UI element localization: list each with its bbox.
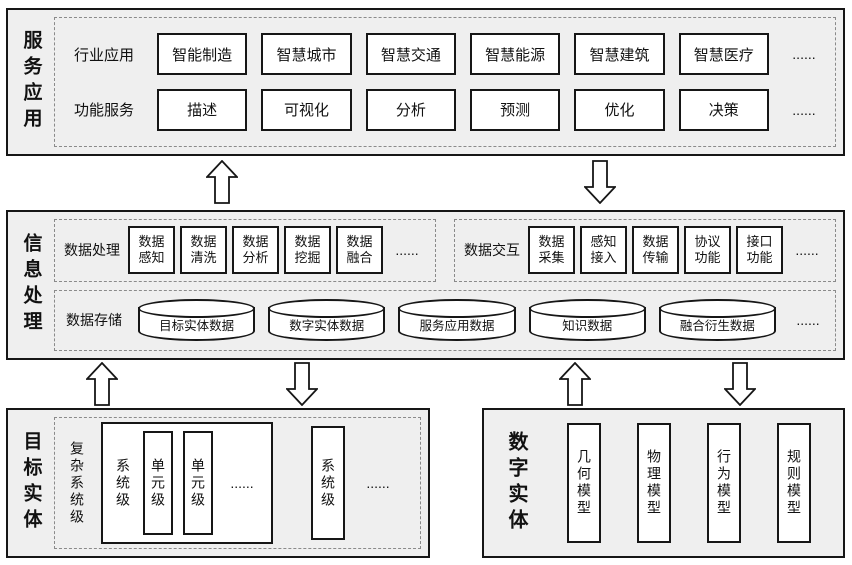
arrow-up-icon xyxy=(206,160,238,204)
ellipsis-text: ...... xyxy=(366,475,390,491)
storage-cylinder: 融合衍生数据 xyxy=(658,298,777,341)
storage-cylinder: 目标实体数据 xyxy=(138,298,256,341)
model-box: 规则模型 xyxy=(777,423,811,543)
data-interaction-label: 数据交互 xyxy=(464,242,520,259)
service-dashed-container: 行业应用 智能制造 智慧城市 智慧交通 智慧能源 智慧建筑 智慧医疗 .....… xyxy=(54,17,836,147)
industry-application-row: 行业应用 智能制造 智慧城市 智慧交通 智慧能源 智慧建筑 智慧医疗 .....… xyxy=(65,33,825,76)
industry-app-box: 智慧建筑 xyxy=(574,33,665,76)
data-processing-box: 数据挖掘 xyxy=(284,226,331,275)
model-box: 几何模型 xyxy=(567,423,601,543)
data-processing-box: 数据分析 xyxy=(232,226,279,275)
ellipsis-text: ...... xyxy=(796,312,820,329)
function-box: 可视化 xyxy=(261,88,352,131)
service-layer-side-label: 服务应用 xyxy=(8,10,54,154)
ellipsis-text: ...... xyxy=(792,101,816,118)
model-label: 几何模型 xyxy=(576,449,592,517)
system-level-box: 系统级 xyxy=(311,426,345,540)
complex-system-label: 复杂系统级 xyxy=(69,440,85,526)
data-processing-box: 数据感知 xyxy=(128,226,175,275)
ellipsis-text: ...... xyxy=(395,242,419,259)
data-processing-box: 数据融合 xyxy=(336,226,383,275)
function-row-label: 功能服务 xyxy=(73,102,134,120)
arrow-up-icon xyxy=(86,362,118,406)
arrow-down-icon xyxy=(584,160,616,204)
data-storage-group: 数据存储 目标实体数据 数字实体数据 服务应用数据 知识数据 融合衍生数据 ..… xyxy=(54,289,836,351)
ellipsis-text: ...... xyxy=(795,242,819,259)
industry-app-box: 智慧城市 xyxy=(261,33,352,76)
function-box: 描述 xyxy=(157,88,248,131)
arrow-down-icon xyxy=(286,362,318,406)
information-processing-layer: 信息处理 数据处理 数据感知 数据清洗 数据分析 数据挖掘 数据融合 .....… xyxy=(6,210,845,360)
arrow-up-icon xyxy=(559,362,591,406)
information-layer-side-label: 信息处理 xyxy=(8,212,54,358)
unit-level-box: 单元级 xyxy=(143,431,173,535)
industry-app-box: 智慧能源 xyxy=(469,33,561,76)
function-box: 分析 xyxy=(365,88,456,131)
storage-cylinder-label: 服务应用数据 xyxy=(419,318,495,333)
industry-row-label: 行业应用 xyxy=(73,46,134,64)
data-interaction-box: 数据采集 xyxy=(528,226,575,275)
storage-cylinder-label: 融合衍生数据 xyxy=(679,318,755,333)
system-level-label: 系统级 xyxy=(115,457,131,509)
unit-level-label: 单元级 xyxy=(150,457,166,509)
data-interaction-box: 数据传输 xyxy=(632,226,679,275)
data-processing-label: 数据处理 xyxy=(64,242,120,259)
storage-cylinder-label: 目标实体数据 xyxy=(159,318,235,333)
service-layer-title: 服务应用 xyxy=(20,30,42,134)
function-service-row: 功能服务 描述 可视化 分析 预测 优化 决策 ...... xyxy=(65,88,825,131)
model-label: 物理模型 xyxy=(646,449,662,517)
data-interaction-box: 感知接入 xyxy=(580,226,627,275)
system-level-label: 系统级 xyxy=(320,457,336,509)
storage-cylinder-label: 知识数据 xyxy=(562,318,613,333)
storage-cylinder-label: 数字实体数据 xyxy=(289,318,365,333)
unit-level-label: 单元级 xyxy=(190,457,206,509)
industry-app-box: 智能制造 xyxy=(157,33,248,76)
data-processing-group: 数据处理 数据感知 数据清洗 数据分析 数据挖掘 数据融合 ...... xyxy=(54,219,436,282)
target-entity-side-label: 目标实体 xyxy=(8,410,54,556)
digital-entity-content: 数字实体 几何模型 物理模型 行为模型 规则模型 xyxy=(484,410,843,556)
industry-app-box: 智慧医疗 xyxy=(678,33,769,76)
information-layer-title: 信息处理 xyxy=(20,233,42,337)
ellipsis-text: ...... xyxy=(230,475,254,491)
industry-app-box: 智慧交通 xyxy=(365,33,456,76)
service-application-layer: 服务应用 行业应用 智能制造 智慧城市 智慧交通 智慧能源 智慧建筑 智慧医疗 … xyxy=(6,8,845,156)
data-interaction-box: 接口功能 xyxy=(736,226,783,275)
model-box: 物理模型 xyxy=(637,423,671,543)
data-storage-label: 数据存储 xyxy=(66,312,122,329)
storage-cylinder: 知识数据 xyxy=(528,298,647,341)
function-box: 决策 xyxy=(678,88,769,131)
model-label: 行为模型 xyxy=(716,449,732,517)
model-label: 规则模型 xyxy=(786,449,802,517)
digital-entity-layer: 数字实体 几何模型 物理模型 行为模型 规则模型 xyxy=(482,408,845,558)
information-layer-content: 数据处理 数据感知 数据清洗 数据分析 数据挖掘 数据融合 ...... 数据交… xyxy=(54,219,836,351)
unit-level-box: 单元级 xyxy=(183,431,213,535)
target-entity-title: 目标实体 xyxy=(20,431,42,535)
arrow-down-icon xyxy=(724,362,756,406)
data-processing-interaction-row: 数据处理 数据感知 数据清洗 数据分析 数据挖掘 数据融合 ...... 数据交… xyxy=(54,219,836,282)
function-box: 优化 xyxy=(574,88,665,131)
digital-entity-title: 数字实体 xyxy=(505,431,527,535)
target-entity-layer: 目标实体 复杂系统级 系统级 单元级 单元级 ...... 系统级 ...... xyxy=(6,408,430,558)
model-box: 行为模型 xyxy=(707,423,741,543)
data-processing-box: 数据清洗 xyxy=(180,226,227,275)
target-entity-dashed-container: 复杂系统级 系统级 单元级 单元级 ...... 系统级 ...... xyxy=(54,417,421,549)
data-interaction-box: 协议功能 xyxy=(684,226,731,275)
function-box: 预测 xyxy=(469,88,561,131)
ellipsis-text: ...... xyxy=(792,46,816,63)
system-level-box: 系统级 单元级 单元级 ...... xyxy=(101,422,273,544)
storage-cylinder: 数字实体数据 xyxy=(268,298,386,341)
data-interaction-group: 数据交互 数据采集 感知接入 数据传输 协议功能 接口功能 ...... xyxy=(454,219,836,282)
storage-cylinder: 服务应用数据 xyxy=(398,298,516,341)
